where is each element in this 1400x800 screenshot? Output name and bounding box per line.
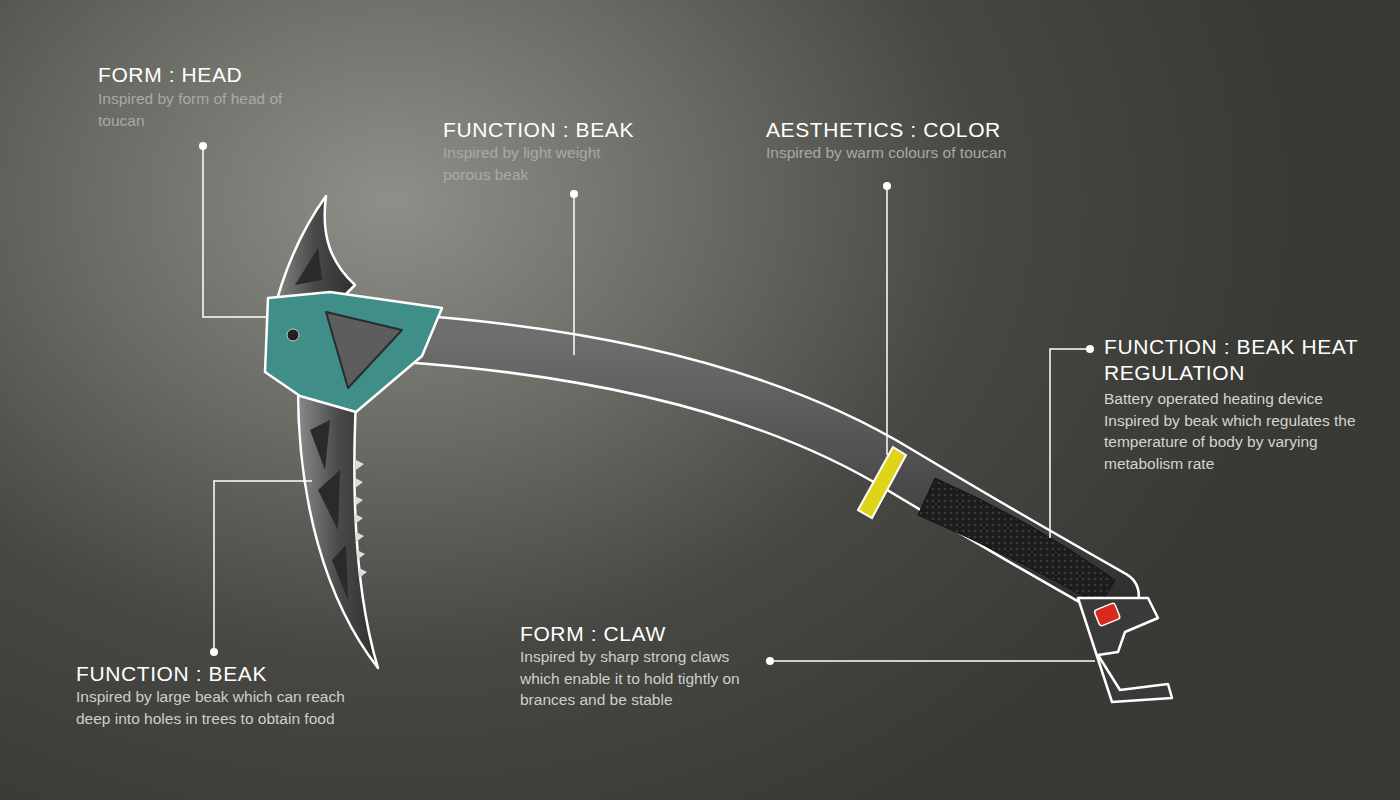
- heat-button: [1094, 602, 1121, 626]
- leader-dots: [199, 142, 1094, 665]
- pick: [298, 388, 378, 668]
- callout-heading: FUNCTION : BEAK: [443, 117, 743, 143]
- pick-hole: [318, 470, 340, 530]
- callout-text: Inspired by warm colours of toucan: [766, 142, 1011, 164]
- pick-hole: [332, 545, 348, 600]
- collar-inset: [326, 312, 402, 388]
- pick-teeth: [355, 460, 367, 578]
- head-collar: [265, 292, 442, 412]
- callout-heading: FUNCTION : BEAK HEAT REGULATION: [1104, 334, 1389, 386]
- callout-heading: FORM : HEAD: [98, 62, 398, 88]
- callout-heading: FUNCTION : BEAK: [76, 661, 376, 687]
- callout-text: Battery operated heating device Inspired…: [1104, 388, 1379, 474]
- callout-heading: FORM : CLAW: [520, 621, 820, 647]
- claw-spike: [1078, 598, 1172, 702]
- callout-text: Inspired by sharp strong claws which ena…: [520, 646, 765, 711]
- callout-text: Inspired by large beak which can reach d…: [76, 686, 376, 729]
- pick-hole: [310, 420, 330, 470]
- callout-text: Inspired by light weight porous beak: [443, 142, 648, 185]
- leader-lines: [203, 146, 1095, 661]
- color-band: [858, 447, 906, 518]
- grip: [918, 478, 1115, 605]
- callout-text: Inspired by form of head of toucan: [98, 88, 313, 131]
- callout-heading: AESTHETICS : COLOR: [766, 117, 1066, 143]
- adze-hole: [295, 248, 322, 285]
- collar-bolt: [287, 329, 299, 341]
